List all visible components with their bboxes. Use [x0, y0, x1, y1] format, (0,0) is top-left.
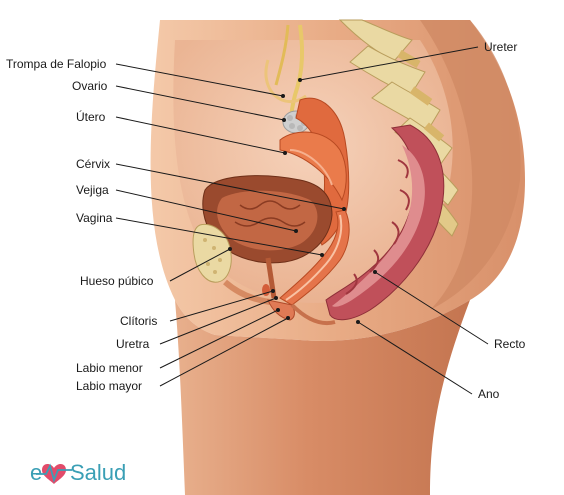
logo-prefix: e [30, 460, 42, 485]
label-ovario: Ovario [72, 79, 108, 93]
leader-lines [115, 46, 489, 395]
rectum-folds [345, 159, 410, 295]
fallopian-tube [264, 59, 307, 104]
label-vejiga: Vejiga [76, 183, 109, 197]
label-labio-mayor: Labio mayor [76, 379, 142, 393]
label-uretra: Uretra [116, 337, 150, 351]
vaginal-canal [279, 209, 350, 306]
clitoris [262, 284, 270, 296]
label-recto: Recto [494, 337, 526, 351]
label-ano: Ano [478, 387, 500, 401]
label-labio-menor: Labio menor [76, 361, 143, 375]
uterus-fundus [279, 131, 347, 202]
vaginal-canal-inner [285, 214, 343, 301]
uterus-cavity [289, 149, 333, 186]
urethra [265, 257, 277, 299]
label-ureter: Ureter [484, 40, 517, 54]
label-trompa-de-falopio: Trompa de Falopio [6, 57, 107, 71]
back-muscle [420, 20, 521, 310]
logo-word: Salud [70, 460, 126, 485]
pubic-bone-texture [203, 238, 222, 274]
ureter-strand-2 [274, 24, 290, 86]
bladder-folds [234, 200, 306, 227]
label-cervix: Cérvix [76, 157, 110, 171]
label-clitoris: Clítoris [120, 314, 157, 328]
esalud-logo: e Salud [30, 460, 126, 485]
leader-dots [228, 78, 377, 324]
leg-silhouette [175, 300, 470, 495]
perineum [290, 303, 336, 325]
label-utero: Útero [76, 109, 106, 124]
bladder-interior [217, 190, 318, 251]
pubic-bone [192, 223, 232, 283]
label-vagina: Vagina [76, 211, 113, 225]
heartbeat-icon [36, 463, 72, 483]
label-hueso-pubico: Hueso púbico [80, 274, 154, 288]
